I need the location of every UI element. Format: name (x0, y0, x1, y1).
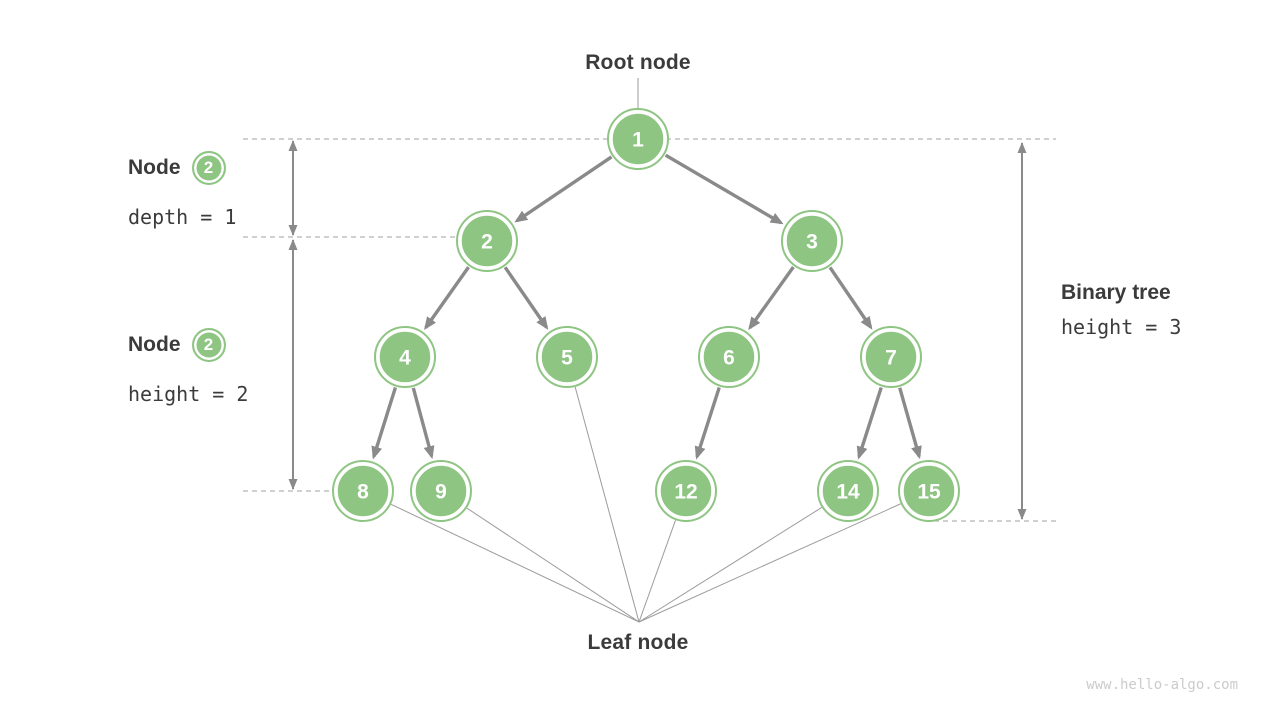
tree-height-annotation: Binary tree height = 3 (1061, 280, 1181, 339)
node-outer-ring (332, 460, 394, 522)
node-outer-ring (374, 326, 436, 388)
leaf-pointer-lines (390, 78, 901, 623)
node-depth-formula: depth = 1 (128, 205, 237, 229)
tree-node-9: 9 (410, 460, 472, 522)
node-outer-ring (860, 326, 922, 388)
node-value: 8 (357, 481, 369, 504)
tree-edge-2-4 (424, 266, 470, 331)
tree-edge-3-6 (748, 266, 795, 331)
node-disc (335, 463, 391, 519)
node-disc (413, 463, 469, 519)
tree-node-4: 4 (374, 326, 436, 388)
node-outer-ring (898, 460, 960, 522)
node-outer-ring (655, 460, 717, 522)
node-value: 9 (435, 481, 447, 504)
node-depth-title: Node (128, 156, 181, 179)
tree-node-5: 5 (536, 326, 598, 388)
node-value: 2 (481, 231, 493, 254)
node-value: 12 (674, 481, 697, 504)
node-value: 7 (885, 347, 897, 370)
tree-node-12: 12 (655, 460, 717, 522)
tree-edge-4-8 (371, 387, 398, 460)
node-depth-annotation: Node 2 depth = 1 (128, 149, 236, 229)
node-disc (701, 329, 757, 385)
node-value: 5 (561, 347, 573, 370)
tree-height-formula: height = 3 (1061, 315, 1182, 339)
leaf-pointer-line (390, 503, 640, 623)
node-disc (863, 329, 919, 385)
leaf-pointer-line (574, 386, 640, 623)
tree-node-8: 8 (332, 460, 394, 522)
node-outer-ring (817, 460, 879, 522)
tree-node-6: 6 (698, 326, 760, 388)
tree-height-title: Binary tree (1061, 281, 1171, 304)
node-outer-ring (781, 210, 843, 272)
tree-node-2: 2 (456, 210, 518, 272)
tree-edge-1-3 (664, 153, 784, 225)
tree-edges (371, 153, 922, 460)
leaf-node-label: Leaf node (587, 631, 689, 654)
root-node-label: Root node (585, 51, 691, 74)
tree-edge-1-2 (514, 155, 613, 223)
node-value: 1 (632, 129, 644, 152)
node-disc (901, 463, 957, 519)
node-disc (459, 213, 515, 269)
tree-edge-4-9 (411, 387, 435, 460)
node-height-annotation: Node 2 height = 2 (128, 326, 248, 406)
measure-arrows (288, 140, 1027, 520)
node-value: 14 (836, 481, 860, 504)
tree-node-15: 15 (898, 460, 960, 522)
node-outer-ring (698, 326, 760, 388)
node-height-badge: 2 (191, 328, 226, 362)
tree-edge-7-14 (856, 386, 883, 460)
tree-edge-2-5 (503, 266, 549, 330)
node-disc (539, 329, 595, 385)
tree-node-1: 1 (607, 108, 669, 170)
node-disc (784, 213, 840, 269)
node-height-annotation-row: Node 2 (128, 326, 248, 364)
node-value: 15 (917, 481, 941, 504)
tree-edge-6-12 (694, 386, 721, 460)
node-outer-ring (536, 326, 598, 388)
node-value: 6 (723, 347, 735, 370)
node-disc (377, 329, 433, 385)
tree-edge-7-15 (898, 387, 922, 460)
node-depth-badge: 2 (191, 151, 226, 185)
leaf-pointer-line (466, 507, 640, 623)
node-outer-ring (607, 108, 669, 170)
tree-edge-3-7 (828, 266, 873, 330)
tree-node-7: 7 (860, 326, 922, 388)
node-disc (610, 111, 666, 167)
node-value: 3 (806, 231, 818, 254)
node-height-formula: height = 2 (128, 382, 249, 406)
node-disc (820, 463, 876, 519)
tree-node-3: 3 (781, 210, 843, 272)
node-disc (658, 463, 714, 519)
node-outer-ring (456, 210, 518, 272)
leaf-pointer-line (638, 520, 677, 623)
leaf-pointer-line (638, 507, 822, 623)
watermark: www.hello-algo.com (1086, 677, 1238, 693)
leaf-pointer-line (638, 503, 901, 623)
node-outer-ring (410, 460, 472, 522)
tree-node-14: 14 (817, 460, 879, 522)
node-height-title: Node (128, 333, 181, 356)
node-depth-annotation-row: Node 2 (128, 149, 236, 187)
node-value: 4 (399, 347, 411, 370)
